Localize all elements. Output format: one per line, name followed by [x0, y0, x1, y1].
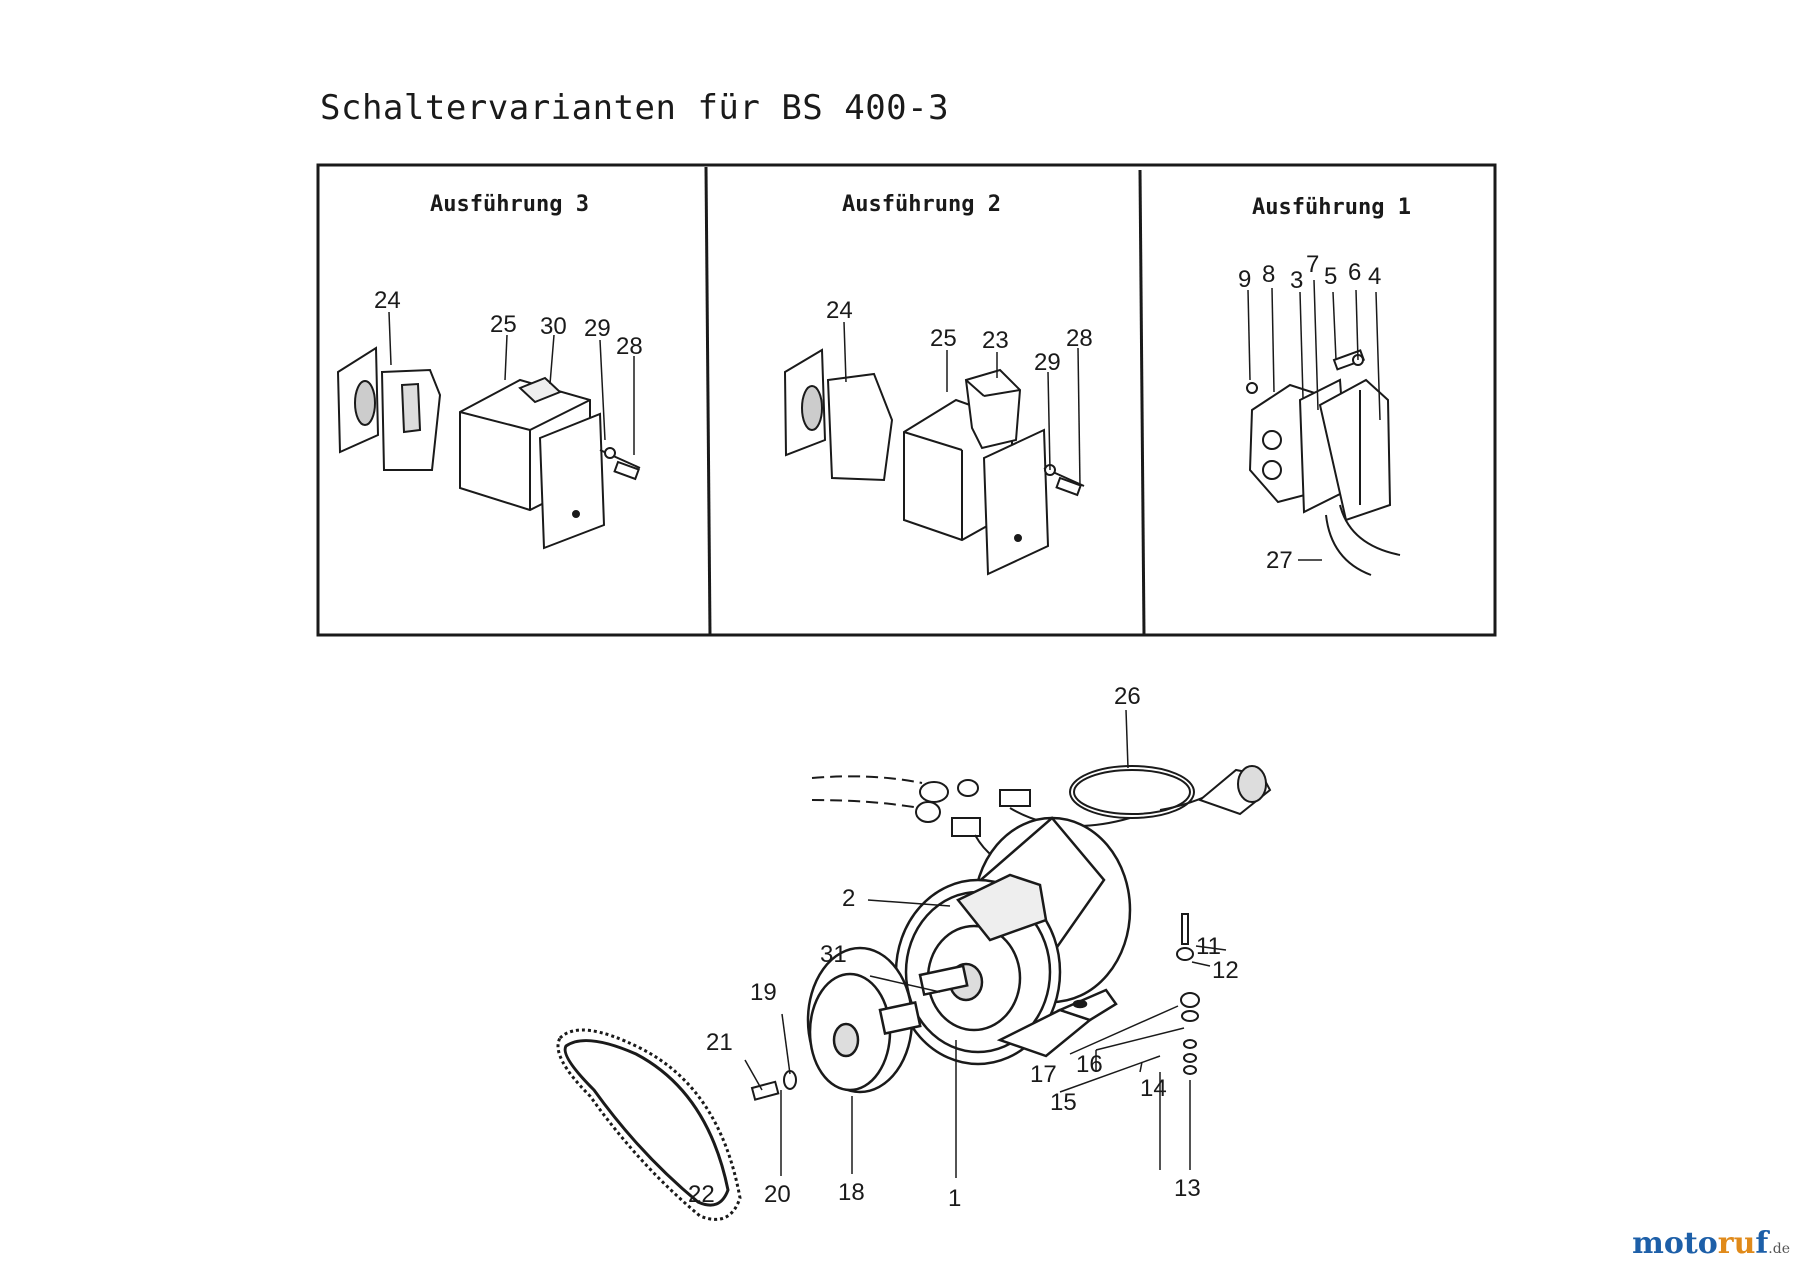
part-label: 24 [374, 287, 401, 314]
part-label: 28 [1066, 325, 1093, 352]
part-label: 25 [490, 311, 517, 338]
motoruf-logo: motoruf.de [1632, 1226, 1790, 1261]
callout-lines-motor [744, 709, 1227, 1178]
panel-title-ausfuehrung-3: Ausführung 3 [430, 192, 589, 217]
part-label: 28 [616, 333, 643, 360]
motor-labels: 26 2 11 12 31 19 21 17 16 15 14 22 20 18… [688, 683, 1239, 1212]
part-label: 9 [1238, 266, 1251, 293]
part-label: 18 [838, 1179, 865, 1206]
part-label: 2 [842, 885, 855, 912]
part-label: 13 [1174, 1175, 1201, 1202]
part-label: 15 [1050, 1089, 1077, 1116]
callout-lines-1 [1247, 279, 1381, 561]
part-label: 1 [948, 1185, 961, 1212]
part-label: 4 [1368, 263, 1381, 290]
panel-title-ausfuehrung-2: Ausführung 2 [842, 192, 1001, 217]
page-title: Schaltervarianten für BS 400-3 [320, 88, 950, 128]
switch-assembly-1 [1246, 349, 1401, 576]
switch-assembly-2 [783, 348, 1085, 576]
v-belt [556, 1028, 742, 1221]
callout-lines-3 [388, 311, 635, 455]
part-label: 5 [1324, 263, 1337, 290]
panel-3-labels: 24 25 30 29 28 [374, 287, 643, 360]
part-label: 7 [1306, 251, 1319, 278]
part-label: 14 [1140, 1075, 1167, 1102]
part-label: 21 [706, 1029, 733, 1056]
part-label: 6 [1348, 259, 1361, 286]
part-label: 22 [688, 1181, 715, 1208]
pulley [806, 946, 922, 1094]
part-label: 23 [982, 327, 1009, 354]
part-label: 16 [1076, 1051, 1103, 1078]
electric-motor [894, 816, 1132, 1066]
switch-variants-frame [316, 163, 1497, 637]
part-label: 11 [1196, 933, 1221, 960]
small-hardware [750, 913, 1200, 1101]
callout-lines-2 [843, 321, 1081, 487]
part-label: 27 [1266, 547, 1293, 574]
panel-2-labels: 24 25 23 29 28 [826, 297, 1093, 376]
part-label: 17 [1030, 1061, 1057, 1088]
switch-assembly-3 [336, 346, 641, 550]
part-label: 30 [540, 313, 567, 340]
part-label: 26 [1114, 683, 1141, 710]
part-label: 3 [1290, 267, 1303, 294]
part-label: 20 [764, 1181, 791, 1208]
panel-1-labels: 9 8 3 7 5 6 4 27 [1238, 251, 1381, 574]
part-label: 12 [1212, 957, 1239, 984]
part-label: 29 [584, 315, 611, 342]
panel-title-ausfuehrung-1: Ausführung 1 [1252, 195, 1411, 220]
part-label: 31 [820, 941, 847, 968]
part-label: 25 [930, 325, 957, 352]
part-label: 8 [1262, 261, 1275, 288]
part-label: 19 [750, 979, 777, 1006]
part-label: 24 [826, 297, 853, 324]
part-label: 29 [1034, 349, 1061, 376]
